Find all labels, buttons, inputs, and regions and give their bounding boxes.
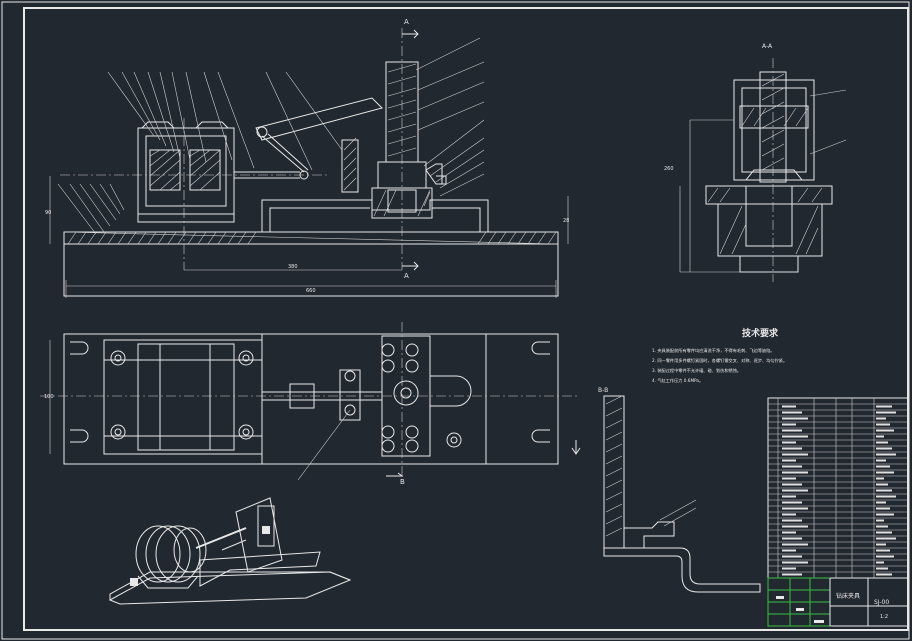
parts-list-material-mark: [876, 489, 892, 492]
parts-list-material-mark: [876, 459, 886, 462]
tech-req-item-4: 4. 气缸工作压力 0.6MPa。: [652, 377, 703, 384]
parts-list-entry-mark: [782, 537, 802, 540]
title-block: 钻床夹具 SJ-00 1:2: [767, 577, 909, 627]
parts-list-entry-mark: [782, 567, 796, 570]
parts-list-material-mark: [876, 537, 896, 540]
section-view-title: A-A: [762, 43, 773, 50]
section-marker-b: B: [400, 478, 405, 486]
parts-list-material-mark: [876, 429, 894, 432]
parts-list-entry-mark: [782, 483, 802, 486]
parts-list-material-mark: [876, 483, 888, 486]
parts-list-entry-mark: [782, 405, 796, 408]
section-marker-a-top: A: [404, 18, 409, 26]
section-marker-a-bottom: A: [404, 272, 409, 280]
parts-list-material-mark: [876, 435, 884, 438]
dim-span: 380: [288, 264, 298, 270]
parts-list-material-mark: [876, 507, 890, 510]
parts-list-entry-mark: [782, 471, 808, 474]
parts-list-material-mark: [876, 573, 892, 576]
detail-view-title: B-B: [598, 387, 608, 394]
title-drawing-no: SJ-00: [874, 599, 889, 606]
parts-list-material-mark: [876, 567, 888, 570]
dim-plan-width: 100: [44, 394, 54, 400]
tech-req-item-3: 3. 装配过程中零件不允许磕、碰、划伤和锈蚀。: [652, 367, 741, 374]
parts-list-entry-mark: [782, 519, 802, 522]
dim-overall-length: 660: [306, 288, 316, 294]
parts-list-material-mark: [876, 417, 886, 420]
parts-list-entry-mark: [782, 501, 802, 504]
parts-list-entry-mark: [782, 459, 796, 462]
parts-list-material-mark: [876, 441, 888, 444]
parts-list-entry-mark: [782, 441, 796, 444]
parts-list-entry-mark: [782, 513, 796, 516]
parts-list-entry-mark: [782, 489, 808, 492]
parts-list-entry-mark: [782, 429, 802, 432]
plan-view: 100 B: [40, 322, 581, 486]
parts-list-entry-mark: [782, 477, 796, 480]
parts-list-material-mark: [876, 501, 886, 504]
drawing-frame: [23, 7, 909, 631]
parts-list-entry-mark: [782, 435, 808, 438]
parts-list-material-mark: [876, 531, 892, 534]
parts-list-entry-mark: [782, 549, 796, 552]
parts-list-entry-mark: [782, 531, 796, 534]
parts-list-material-mark: [876, 561, 884, 564]
parts-list-material-mark: [876, 543, 886, 546]
front-view: A A 660 380 90 28: [45, 18, 569, 298]
parts-list-material-mark: [876, 525, 888, 528]
section-view-a-a: A-A 260: [664, 43, 847, 282]
parts-list: [767, 397, 909, 579]
parts-list-entry-mark: [782, 453, 808, 456]
parts-list-entry-mark: [782, 573, 802, 576]
dim-aa-height: 260: [664, 166, 674, 172]
title-scale: 1:2: [880, 614, 888, 620]
parts-list-material-mark: [876, 555, 894, 558]
parts-list-entry-mark: [782, 495, 796, 498]
parts-list-entry-mark: [782, 561, 808, 564]
parts-list-material-mark: [876, 423, 890, 426]
parts-list-entry-mark: [782, 525, 808, 528]
tech-req-title: 技术要求: [742, 327, 779, 339]
tech-requirements: 技术要求 1. 夹具装配前所有零件均应清洗干净，不得有毛刺、飞边等缺陷。 2. …: [652, 327, 787, 384]
section-view-b-b: B-B: [598, 387, 761, 593]
parts-list-entry-mark: [782, 465, 802, 468]
parts-list-entry-mark: [782, 555, 802, 558]
tech-req-item-2: 2. 同一零件用多件螺钉紧固时，各螺钉需交叉、对称、逐步、均匀拧紧。: [652, 357, 787, 364]
dim-height-left: 90: [45, 210, 51, 216]
parts-list-material-mark: [876, 453, 896, 456]
parts-list-material-mark: [876, 471, 894, 474]
dim-height-right: 28: [563, 218, 569, 224]
parts-list-material-mark: [876, 549, 890, 552]
title-drawing-name: 钻床夹具: [836, 592, 860, 600]
parts-list-material-mark: [876, 495, 896, 498]
parts-list-material-mark: [876, 519, 884, 522]
parts-list-material-mark: [876, 405, 892, 408]
parts-list-material-mark: [876, 411, 896, 414]
tech-req-item-1: 1. 夹具装配前所有零件均应清洗干净，不得有毛刺、飞边等缺陷。: [652, 347, 775, 354]
parts-list-entry-mark: [782, 423, 796, 426]
parts-list-material-mark: [876, 447, 892, 450]
parts-list-entry-mark: [782, 411, 802, 414]
parts-list-material-mark: [876, 465, 890, 468]
parts-list-entry-mark: [782, 507, 808, 510]
parts-list-material-mark: [876, 477, 884, 480]
isometric-view: [108, 497, 352, 605]
parts-list-entry-mark: [782, 417, 808, 420]
parts-list-material-mark: [876, 513, 894, 516]
parts-list-entry-mark: [782, 447, 802, 450]
parts-list-entry-mark: [782, 543, 808, 546]
